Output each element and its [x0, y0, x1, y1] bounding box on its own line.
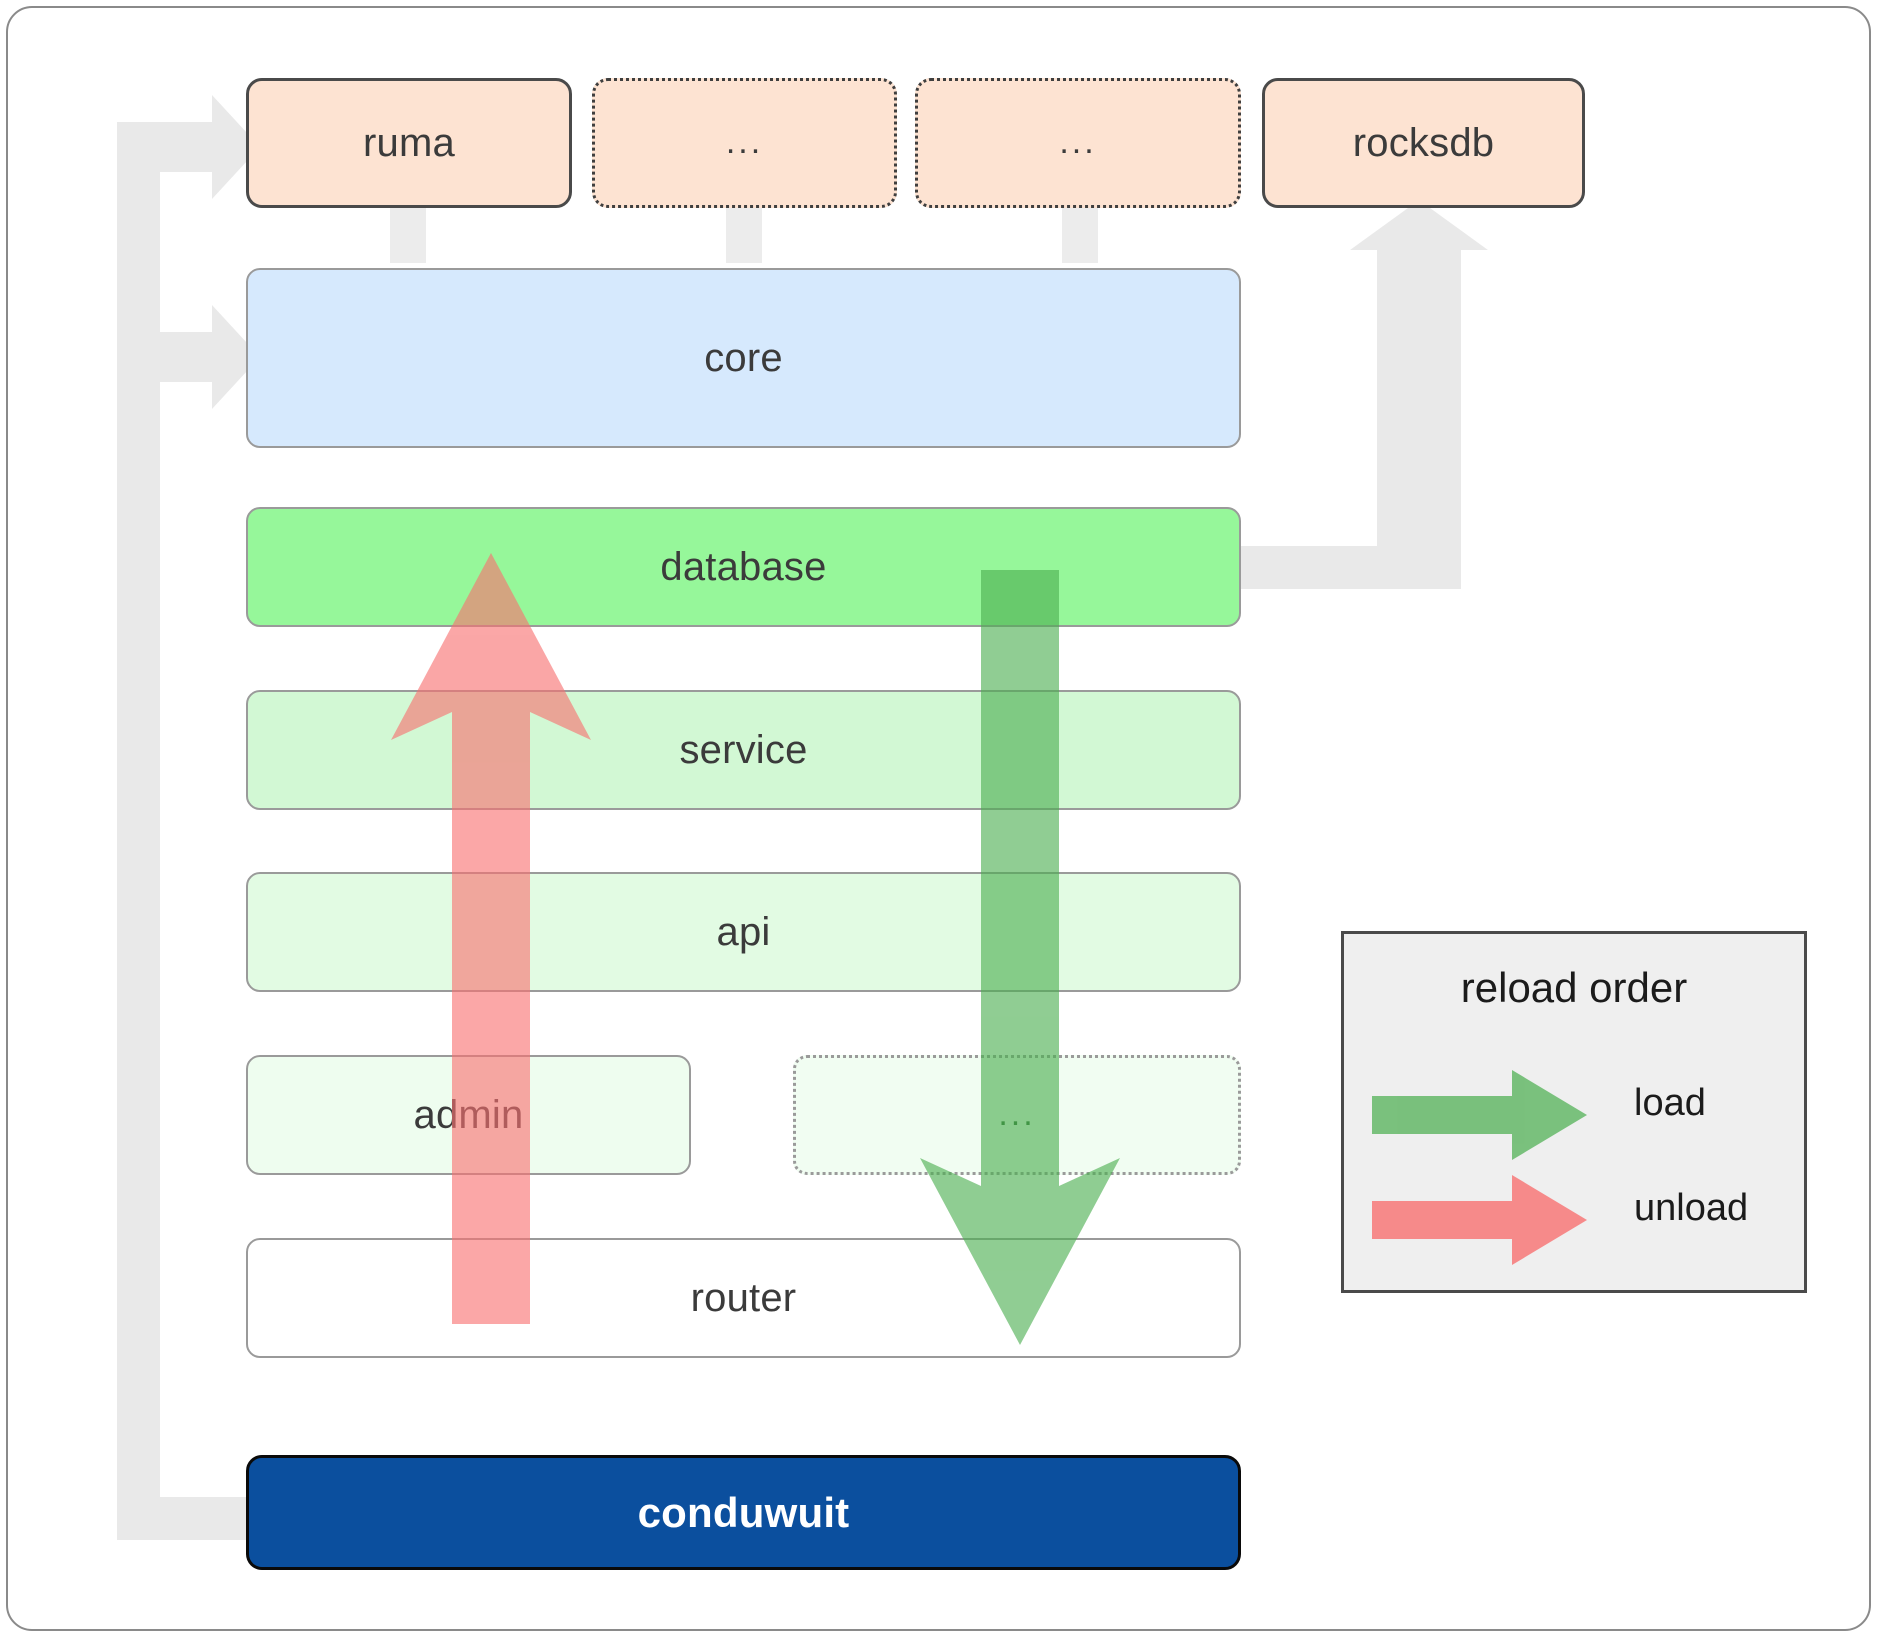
- layer-api[interactable]: api: [246, 872, 1241, 992]
- layer-api-label: api: [716, 909, 771, 954]
- legend-panel: reload order load unload: [1341, 931, 1807, 1293]
- legend-item-unload: unload: [1344, 1175, 1804, 1269]
- legend-title: reload order: [1460, 964, 1688, 1011]
- layer-service-label: service: [679, 727, 808, 772]
- layer-admin[interactable]: admin: [246, 1055, 691, 1175]
- layer-placeholder[interactable]: ...: [793, 1055, 1241, 1175]
- layer-router-label: router: [690, 1275, 797, 1320]
- unload-arrow-icon: [1372, 1175, 1587, 1265]
- layer-service[interactable]: service: [246, 690, 1241, 810]
- layer-database[interactable]: database: [246, 507, 1241, 627]
- crate-rocksdb-label: rocksdb: [1352, 120, 1495, 165]
- legend-item-load: load: [1344, 1070, 1804, 1164]
- legend-item-load-label: load: [1634, 1082, 1706, 1124]
- crate-ruma-label: ruma: [363, 120, 455, 165]
- layer-placeholder-label: ...: [998, 1095, 1036, 1134]
- load-arrow-icon: [1372, 1070, 1587, 1160]
- node-conduwuit[interactable]: conduwuit: [246, 1455, 1241, 1570]
- legend-item-unload-label: unload: [1634, 1187, 1749, 1229]
- crate-placeholder-1[interactable]: ...: [592, 78, 897, 208]
- layer-core-label: core: [704, 335, 783, 380]
- layer-core[interactable]: core: [246, 268, 1241, 448]
- crate-placeholder-1-label: ...: [725, 123, 764, 162]
- crate-rocksdb[interactable]: rocksdb: [1262, 78, 1585, 208]
- layer-router[interactable]: router: [246, 1238, 1241, 1358]
- layer-database-label: database: [660, 544, 827, 589]
- node-conduwuit-label: conduwuit: [637, 1488, 850, 1536]
- crate-placeholder-2-label: ...: [1059, 123, 1097, 162]
- layer-admin-label: admin: [413, 1092, 524, 1137]
- crate-ruma[interactable]: ruma: [246, 78, 572, 208]
- crate-placeholder-2[interactable]: ...: [915, 78, 1241, 208]
